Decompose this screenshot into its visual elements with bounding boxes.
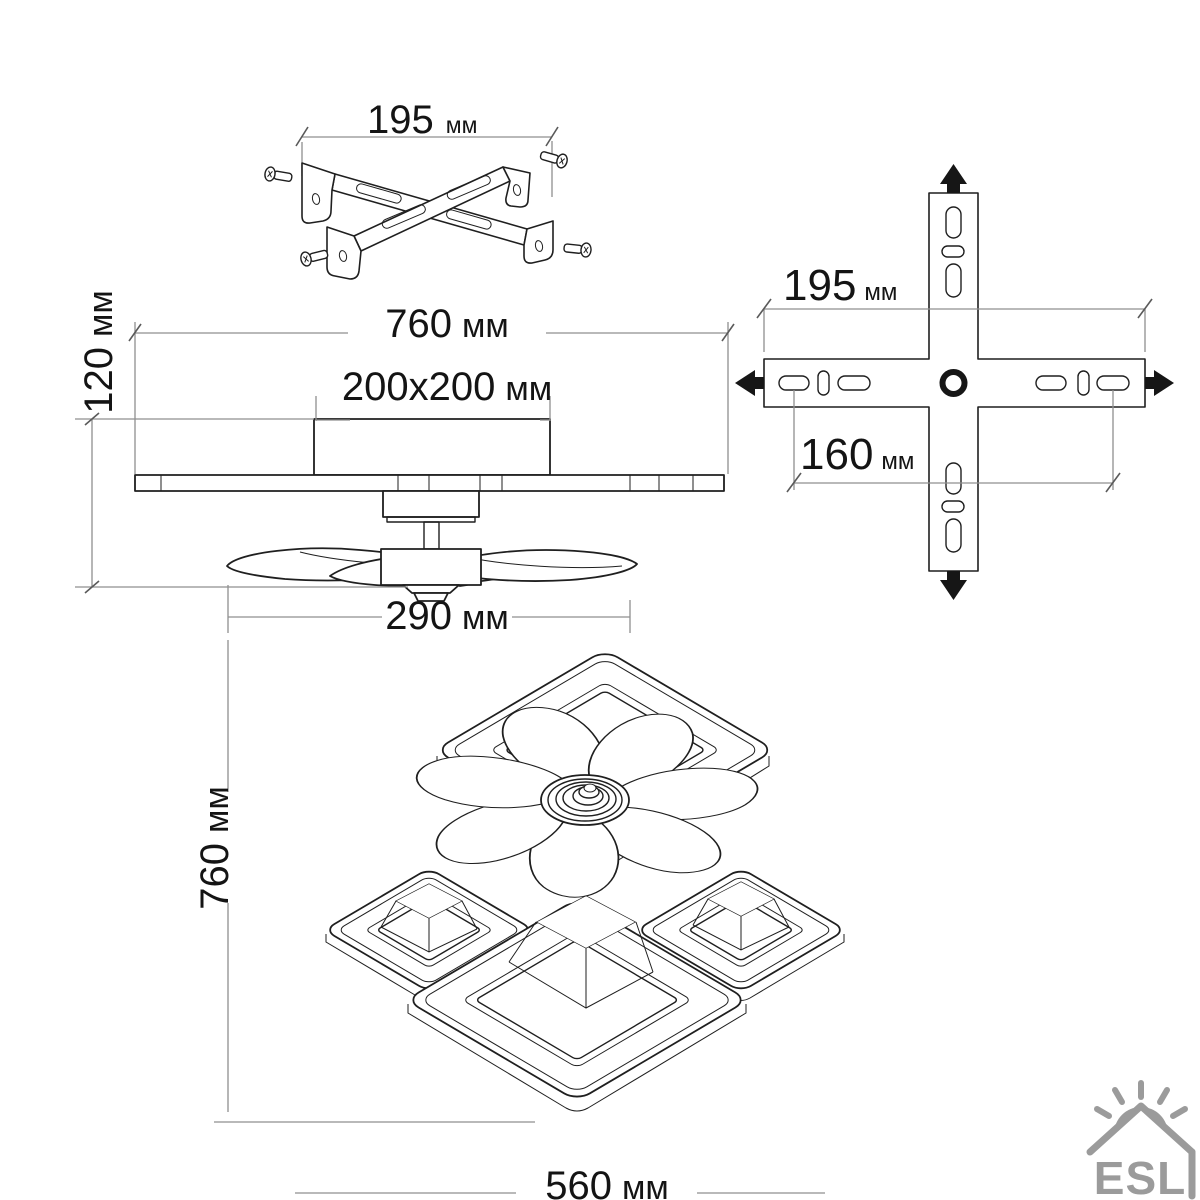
dim-iso-depth: 760мм bbox=[193, 640, 535, 1123]
fan-shaft bbox=[423, 521, 440, 550]
dim-height: 120мм bbox=[75, 290, 408, 594]
motor-cap bbox=[402, 584, 460, 594]
dim-label-height: 120мм bbox=[77, 290, 121, 414]
canopy-box bbox=[313, 418, 551, 476]
fan-blades bbox=[415, 707, 759, 898]
house-icon bbox=[1086, 1102, 1196, 1200]
dim-label-iso-depth: 760мм bbox=[193, 786, 237, 910]
cross-slots bbox=[778, 206, 1130, 553]
pedestal-right bbox=[692, 881, 790, 951]
fan bbox=[415, 707, 759, 898]
arrow-right-icon bbox=[1145, 370, 1174, 396]
center-hole bbox=[939, 369, 968, 397]
arrow-down-icon bbox=[940, 571, 967, 600]
arrow-up-icon bbox=[940, 164, 967, 193]
light-plate-dividers bbox=[160, 475, 694, 491]
screw-bottom-left bbox=[300, 249, 329, 267]
direction-arrows bbox=[735, 164, 1174, 600]
frame-bottom bbox=[407, 895, 747, 1112]
motor-box bbox=[380, 548, 482, 586]
house-mask bbox=[1085, 1103, 1197, 1200]
motor-cap-tip bbox=[413, 592, 449, 602]
pedestal-left bbox=[380, 883, 478, 953]
fan-hub bbox=[540, 774, 630, 826]
screw-bottom-right bbox=[563, 242, 592, 258]
logo-text: ESL bbox=[1094, 1152, 1186, 1200]
arrow-left-icon bbox=[735, 370, 764, 396]
frame-right bbox=[637, 868, 845, 1001]
screw-top-left bbox=[264, 166, 293, 182]
driver-box bbox=[382, 490, 480, 518]
pedestal-bottom bbox=[508, 895, 654, 1009]
screw-top-right bbox=[539, 151, 568, 169]
bracket-bar-b bbox=[326, 166, 531, 280]
esl-logo: ESL bbox=[1085, 1080, 1197, 1200]
